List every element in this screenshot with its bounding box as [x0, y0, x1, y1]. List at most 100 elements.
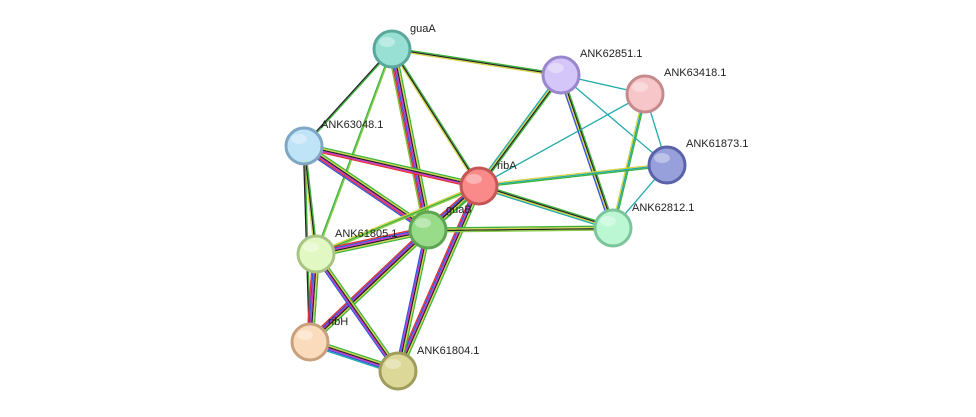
edge-guaA-ANK62851.1 [391, 47, 562, 77]
edge-guaA-guaB [387, 48, 433, 231]
edge-line [613, 94, 647, 229]
node-label: ANK61805.1 [335, 228, 397, 240]
node-highlight [385, 359, 401, 369]
edge-line [479, 165, 668, 188]
node-highlight [297, 330, 313, 340]
edge-ANK61805.1-ANK61804.1 [313, 252, 401, 373]
edge-line [397, 229, 429, 372]
edge-line [311, 231, 431, 345]
edge-line [399, 230, 432, 372]
node-highlight [303, 242, 319, 252]
node-guaA[interactable]: guaA [372, 23, 436, 69]
edge-line [314, 254, 398, 373]
edge-line [396, 185, 479, 372]
edge-guaB-ANK62812.1 [427, 225, 614, 233]
edge-line [316, 186, 480, 256]
node-highlight [291, 134, 307, 144]
edge-ANK63048.1-ribA [303, 142, 480, 190]
node-ANK61805.1[interactable]: ANK61805.1 [296, 228, 397, 274]
node-label: ANK63048.1 [321, 119, 383, 131]
edge-line [396, 229, 428, 371]
edge-line [398, 230, 430, 372]
edge-ANK62851.1-ANK61873.1 [560, 74, 668, 166]
edge-ANK62851.1-ribA [476, 73, 564, 188]
edge-line [562, 74, 616, 228]
edge-guaB-ribH [307, 227, 431, 345]
edge-line [391, 49, 561, 77]
edge-line [309, 229, 428, 343]
node-circle[interactable] [459, 166, 499, 206]
edge-ANK61873.1-ribA [478, 163, 668, 188]
edge-line [395, 184, 478, 371]
node-highlight [466, 174, 482, 184]
node-circle[interactable] [647, 145, 687, 185]
edge-line [478, 187, 613, 231]
node-highlight [379, 37, 395, 47]
node-ribH[interactable]: ribH [290, 316, 348, 362]
node-ANK63048.1[interactable]: ANK63048.1 [284, 119, 383, 166]
edge-line [303, 49, 393, 147]
node-highlight [654, 153, 670, 163]
edge-ribA-ANK61804.1 [394, 184, 483, 373]
edge-line [428, 229, 614, 233]
node-label: ANK63418.1 [664, 67, 726, 79]
node-circle[interactable] [372, 29, 412, 69]
node-ANK61804.1[interactable]: ANK61804.1 [378, 345, 479, 391]
edge-line [303, 48, 393, 146]
edge-line [479, 183, 614, 227]
edge-line [391, 48, 429, 231]
node-guaB[interactable]: guaB [408, 204, 472, 250]
node-highlight [415, 218, 431, 228]
node-ribA[interactable]: ribA [459, 160, 517, 206]
node-circle[interactable] [296, 234, 336, 274]
node-label: ribA [497, 160, 517, 172]
edge-line [316, 252, 400, 371]
edge-line [390, 49, 428, 231]
edge-line [304, 142, 480, 185]
node-circle[interactable] [378, 351, 418, 391]
edge-line [558, 75, 612, 229]
node-circle[interactable] [284, 126, 324, 166]
node-highlight [600, 216, 616, 226]
edge-line [394, 229, 427, 371]
node-ANK62851.1[interactable]: ANK62851.1 [541, 48, 642, 95]
edge-line [303, 147, 479, 190]
edge-line [313, 255, 397, 373]
node-circle[interactable] [625, 74, 665, 114]
edge-line [391, 48, 480, 187]
edge-line [559, 75, 613, 229]
edge-line [315, 253, 399, 372]
edge-line [399, 186, 482, 373]
node-ANK62812.1[interactable]: ANK62812.1 [593, 202, 694, 248]
node-circle[interactable] [541, 55, 581, 95]
edge-line [612, 93, 646, 229]
edge-line [400, 187, 483, 373]
edge-line [394, 184, 477, 370]
edge-line [317, 252, 401, 370]
edge-guaA-ribA [390, 47, 481, 188]
edge-ANK62851.1-ANK62812.1 [558, 74, 616, 229]
node-circle[interactable] [290, 322, 330, 362]
edge-line [476, 73, 560, 186]
edge-line [427, 226, 613, 230]
edge-ribA-ANK62812.1 [478, 183, 614, 231]
node-label: ANK61873.1 [686, 138, 748, 150]
edge-line [478, 164, 668, 187]
node-label: guaB [446, 204, 472, 216]
edge-line [611, 93, 645, 228]
edge-line [428, 228, 614, 232]
node-highlight [632, 82, 648, 92]
edge-line [561, 74, 615, 228]
node-ANK63418.1[interactable]: ANK63418.1 [625, 67, 726, 114]
edge-line [315, 184, 479, 254]
node-circle[interactable] [593, 208, 633, 248]
node-label: guaA [410, 23, 436, 35]
edge-line [395, 48, 433, 230]
node-circle[interactable] [408, 210, 448, 250]
edge-line [310, 230, 430, 344]
edge-line [478, 93, 646, 187]
node-label: ANK62851.1 [580, 48, 642, 60]
node-ANK61873.1[interactable]: ANK61873.1 [647, 138, 748, 185]
edge-line [304, 144, 480, 186]
